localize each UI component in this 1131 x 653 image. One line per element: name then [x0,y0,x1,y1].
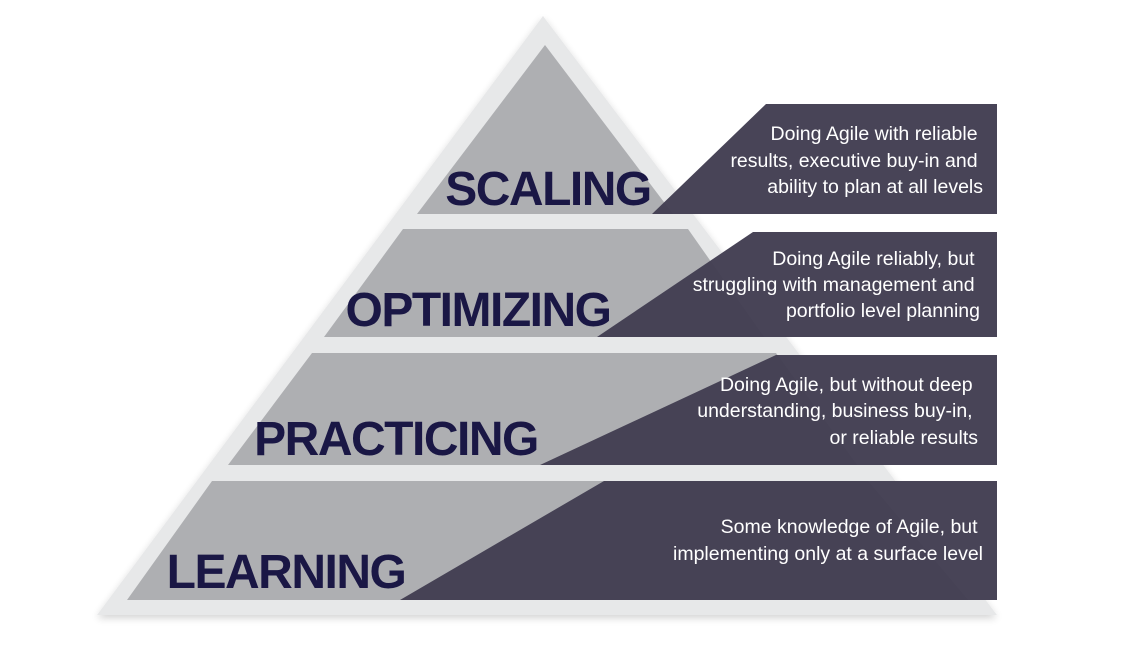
description-line: portfolio level planning [786,300,980,322]
description-line: implementing only at a surface level [673,543,983,565]
description-line: Doing Agile reliably, but [772,248,975,270]
description-line: struggling with management and [693,274,975,296]
tier-practicing: PRACTICING Doing Agile, but without deep… [228,353,997,466]
tier-practicing-description: Doing Agile, but without deep understand… [697,374,978,449]
tier-practicing-description-band [540,355,997,465]
tier-scaling-shape [417,45,673,214]
tier-scaling-description-band [652,104,997,214]
tier-optimizing-description-band [597,232,997,337]
tier-optimizing-description: Doing Agile reliably, but struggling wit… [693,248,980,322]
tier-learning-description: Some knowledge of Agile, but implementin… [673,516,983,565]
description-line: Doing Agile with reliable [771,123,978,145]
description-line: ability to plan at all levels [767,176,983,198]
tier-optimizing-label: OPTIMIZING [346,284,611,337]
tier-learning: LEARNING Some knowledge of Agile, but im… [127,481,997,600]
tier-scaling-description: Doing Agile with reliable results, execu… [730,123,983,198]
tier-scaling-label: SCALING [445,163,651,216]
tier-practicing-label: PRACTICING [254,413,538,466]
tier-scaling: SCALING Doing Agile with reliable result… [417,45,997,216]
tier-learning-label: LEARNING [167,546,406,599]
description-line: understanding, business buy-in, [697,400,972,422]
tier-optimizing: OPTIMIZING Doing Agile reliably, but str… [324,229,997,337]
description-line: results, executive buy-in and [730,150,977,172]
description-line: or reliable results [830,427,979,449]
description-line: Some knowledge of Agile, but [721,516,979,538]
tier-learning-description-band [400,481,997,600]
description-line: Doing Agile, but without deep [720,374,973,396]
